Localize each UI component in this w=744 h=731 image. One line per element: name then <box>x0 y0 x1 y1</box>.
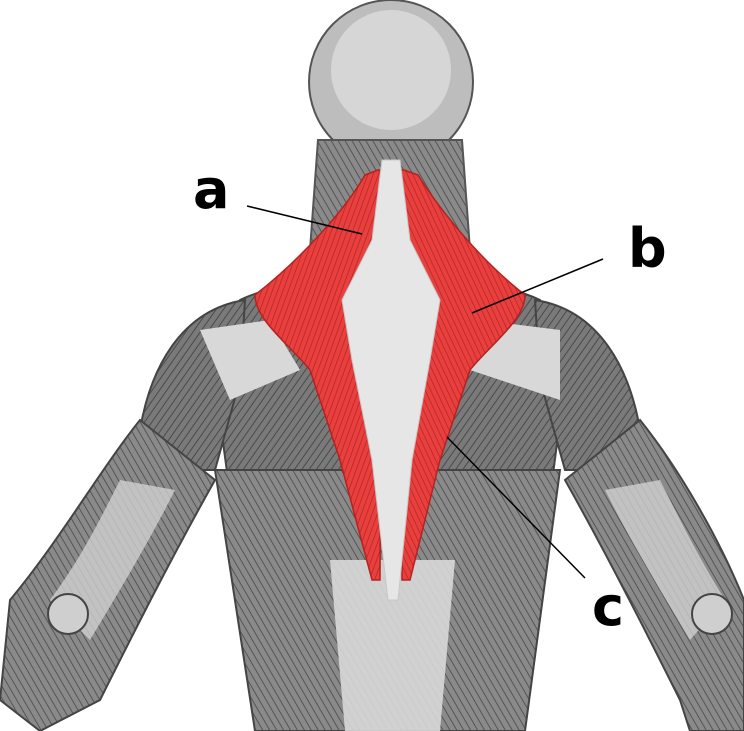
label-a: a <box>193 163 229 217</box>
right-elbow <box>692 594 732 634</box>
left-elbow <box>48 594 88 634</box>
head-shading <box>331 10 451 130</box>
label-b: b <box>628 222 667 276</box>
label-c: c <box>592 580 624 634</box>
